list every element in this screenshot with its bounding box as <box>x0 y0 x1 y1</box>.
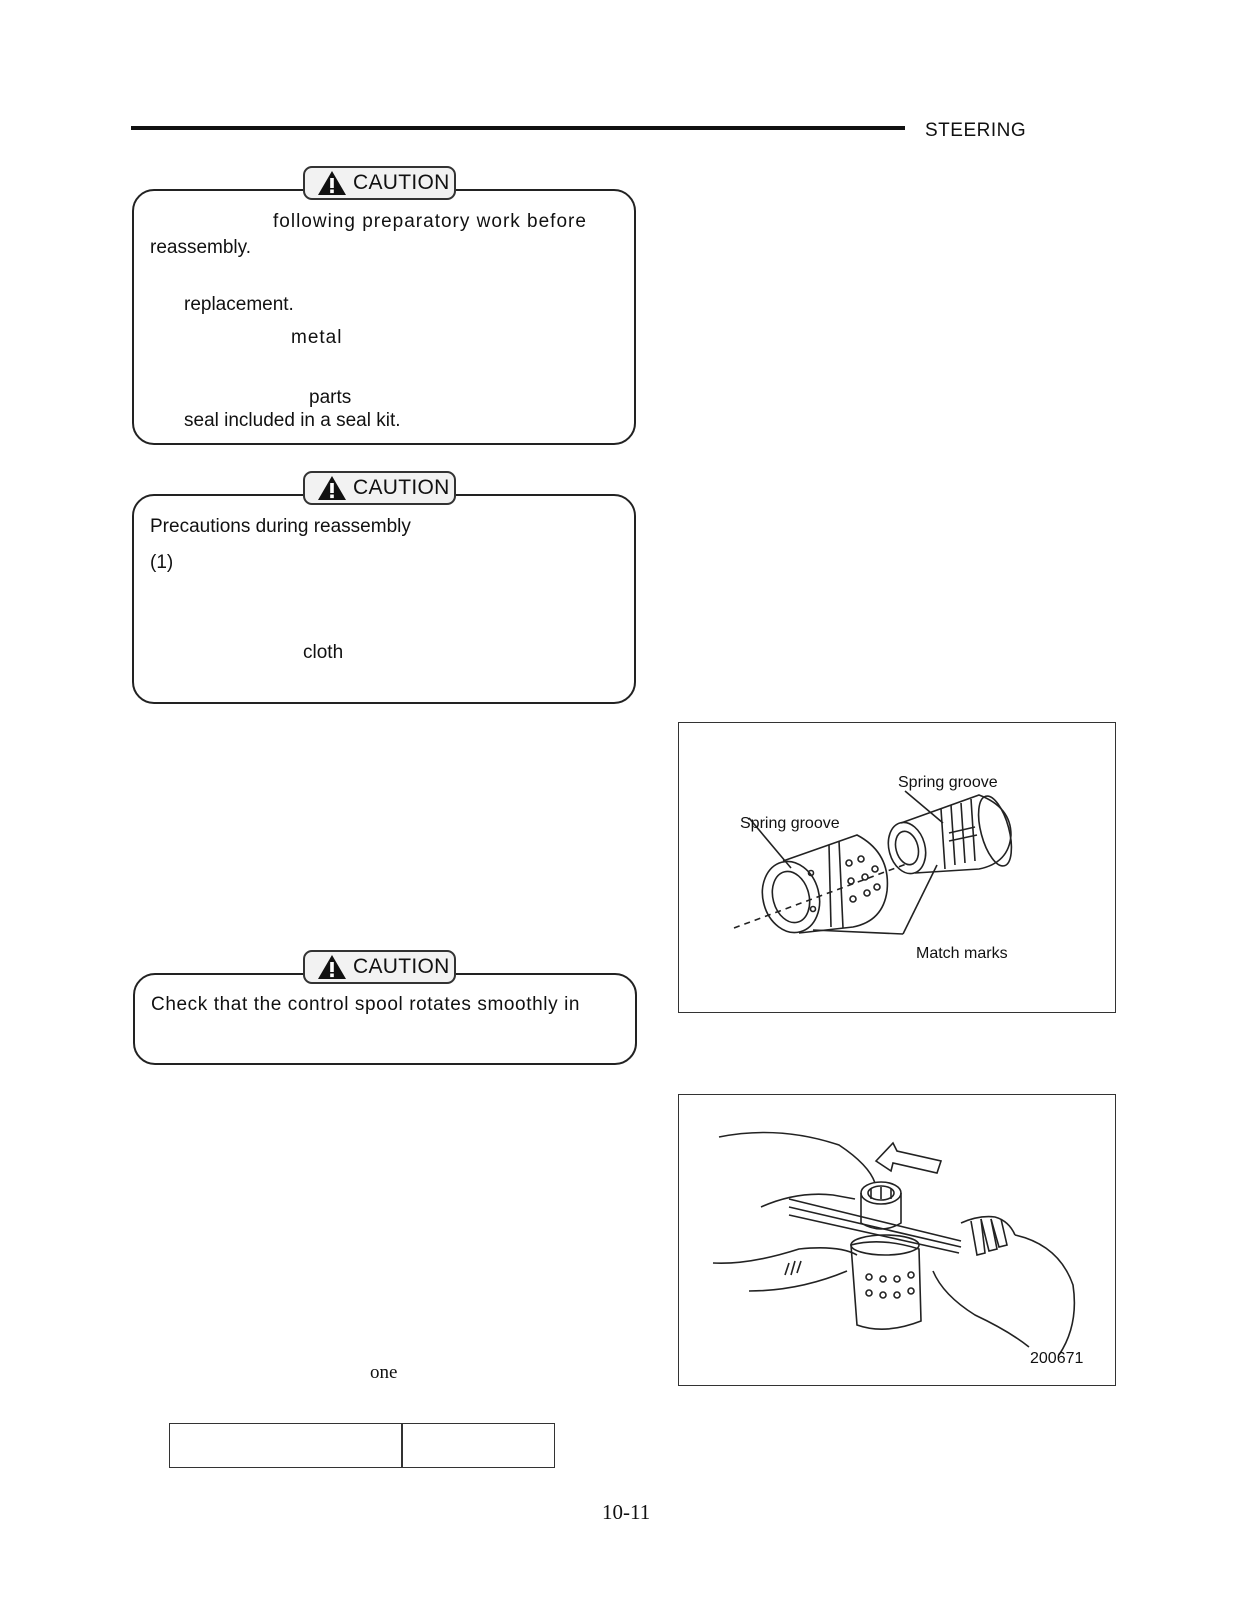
page-number: 10-11 <box>602 1500 651 1524</box>
caution-box-1 <box>132 189 636 445</box>
caution1-line2: reassembly. <box>150 237 252 258</box>
caution-tag-2: CAUTION <box>303 471 456 505</box>
body-word-one: one <box>370 1362 398 1383</box>
warning-icon <box>318 171 346 195</box>
caution2-line3: cloth <box>303 642 344 663</box>
caution1-line4: metal <box>291 327 343 348</box>
caution-box-3 <box>133 973 637 1065</box>
table-column-divider <box>401 1424 403 1467</box>
label-spring-groove-left: Spring groove <box>740 815 840 832</box>
caution-tag-3: CAUTION <box>303 950 456 984</box>
spec-table <box>169 1423 555 1468</box>
label-spring-groove-top: Spring groove <box>898 774 998 791</box>
caution-label: CAUTION <box>353 476 450 499</box>
header-rule <box>131 126 905 130</box>
warning-icon <box>318 955 346 979</box>
caution-tag-1: CAUTION <box>303 166 456 200</box>
caution1-line3: replacement. <box>184 294 294 315</box>
spool-sleeve-illustration <box>733 790 1013 935</box>
caution1-line5: parts <box>309 387 352 408</box>
caution-label: CAUTION <box>353 171 450 194</box>
caution2-line1: Precautions during reassembly <box>150 516 411 537</box>
caution1-line6: seal included in a seal kit. <box>184 410 401 431</box>
caution3-line1: Check that the control spool rotates smo… <box>151 994 581 1015</box>
figure-spool-sleeve: Spring groove Spring groove Match marks <box>678 722 1116 1013</box>
label-match-marks: Match marks <box>916 945 1008 962</box>
caution-box-2 <box>132 494 636 704</box>
caution-label: CAUTION <box>353 955 450 978</box>
figure-spring-insertion: 200671 <box>678 1094 1116 1386</box>
caution2-line2: (1) <box>150 552 174 573</box>
spring-insertion-illustration <box>712 1131 1076 1356</box>
section-title: STEERING <box>925 120 1027 141</box>
figure-number: 200671 <box>1030 1350 1084 1367</box>
caution1-line1: following preparatory work before <box>273 211 587 232</box>
warning-icon <box>318 476 346 500</box>
